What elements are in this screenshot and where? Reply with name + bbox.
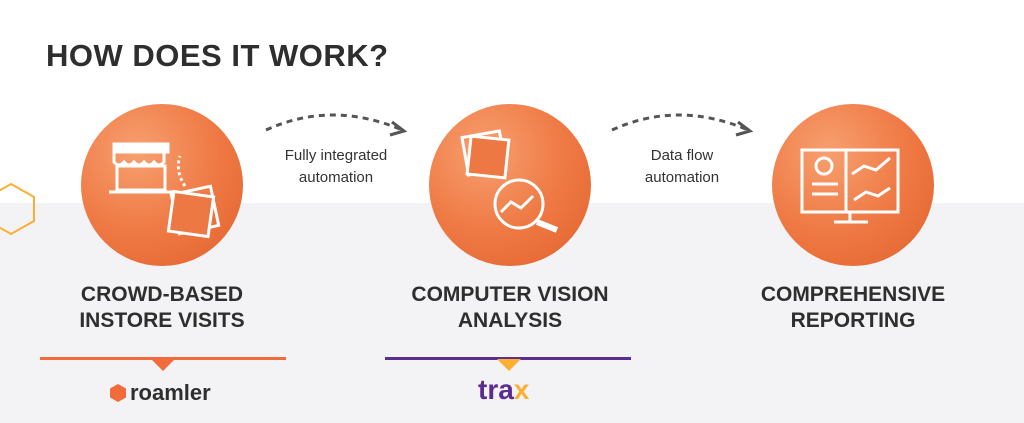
dashboard-monitor-icon bbox=[772, 104, 934, 266]
trax-divider bbox=[385, 357, 631, 360]
pointer-icon bbox=[151, 359, 175, 371]
roamler-hex-icon bbox=[110, 384, 126, 402]
dashed-arrow-icon bbox=[265, 113, 408, 137]
store-photos-icon bbox=[81, 104, 243, 266]
trax-logo: trax bbox=[478, 374, 530, 405]
dashed-arrow-icon bbox=[611, 113, 754, 137]
roamler-logo: roamler bbox=[110, 380, 211, 406]
page-title: HOW DOES IT WORK? bbox=[46, 38, 389, 73]
pointer-icon bbox=[497, 359, 521, 371]
roamler-divider bbox=[40, 357, 286, 360]
photo-magnifier-icon bbox=[429, 104, 591, 266]
hexagon-outline-icon bbox=[0, 182, 35, 236]
